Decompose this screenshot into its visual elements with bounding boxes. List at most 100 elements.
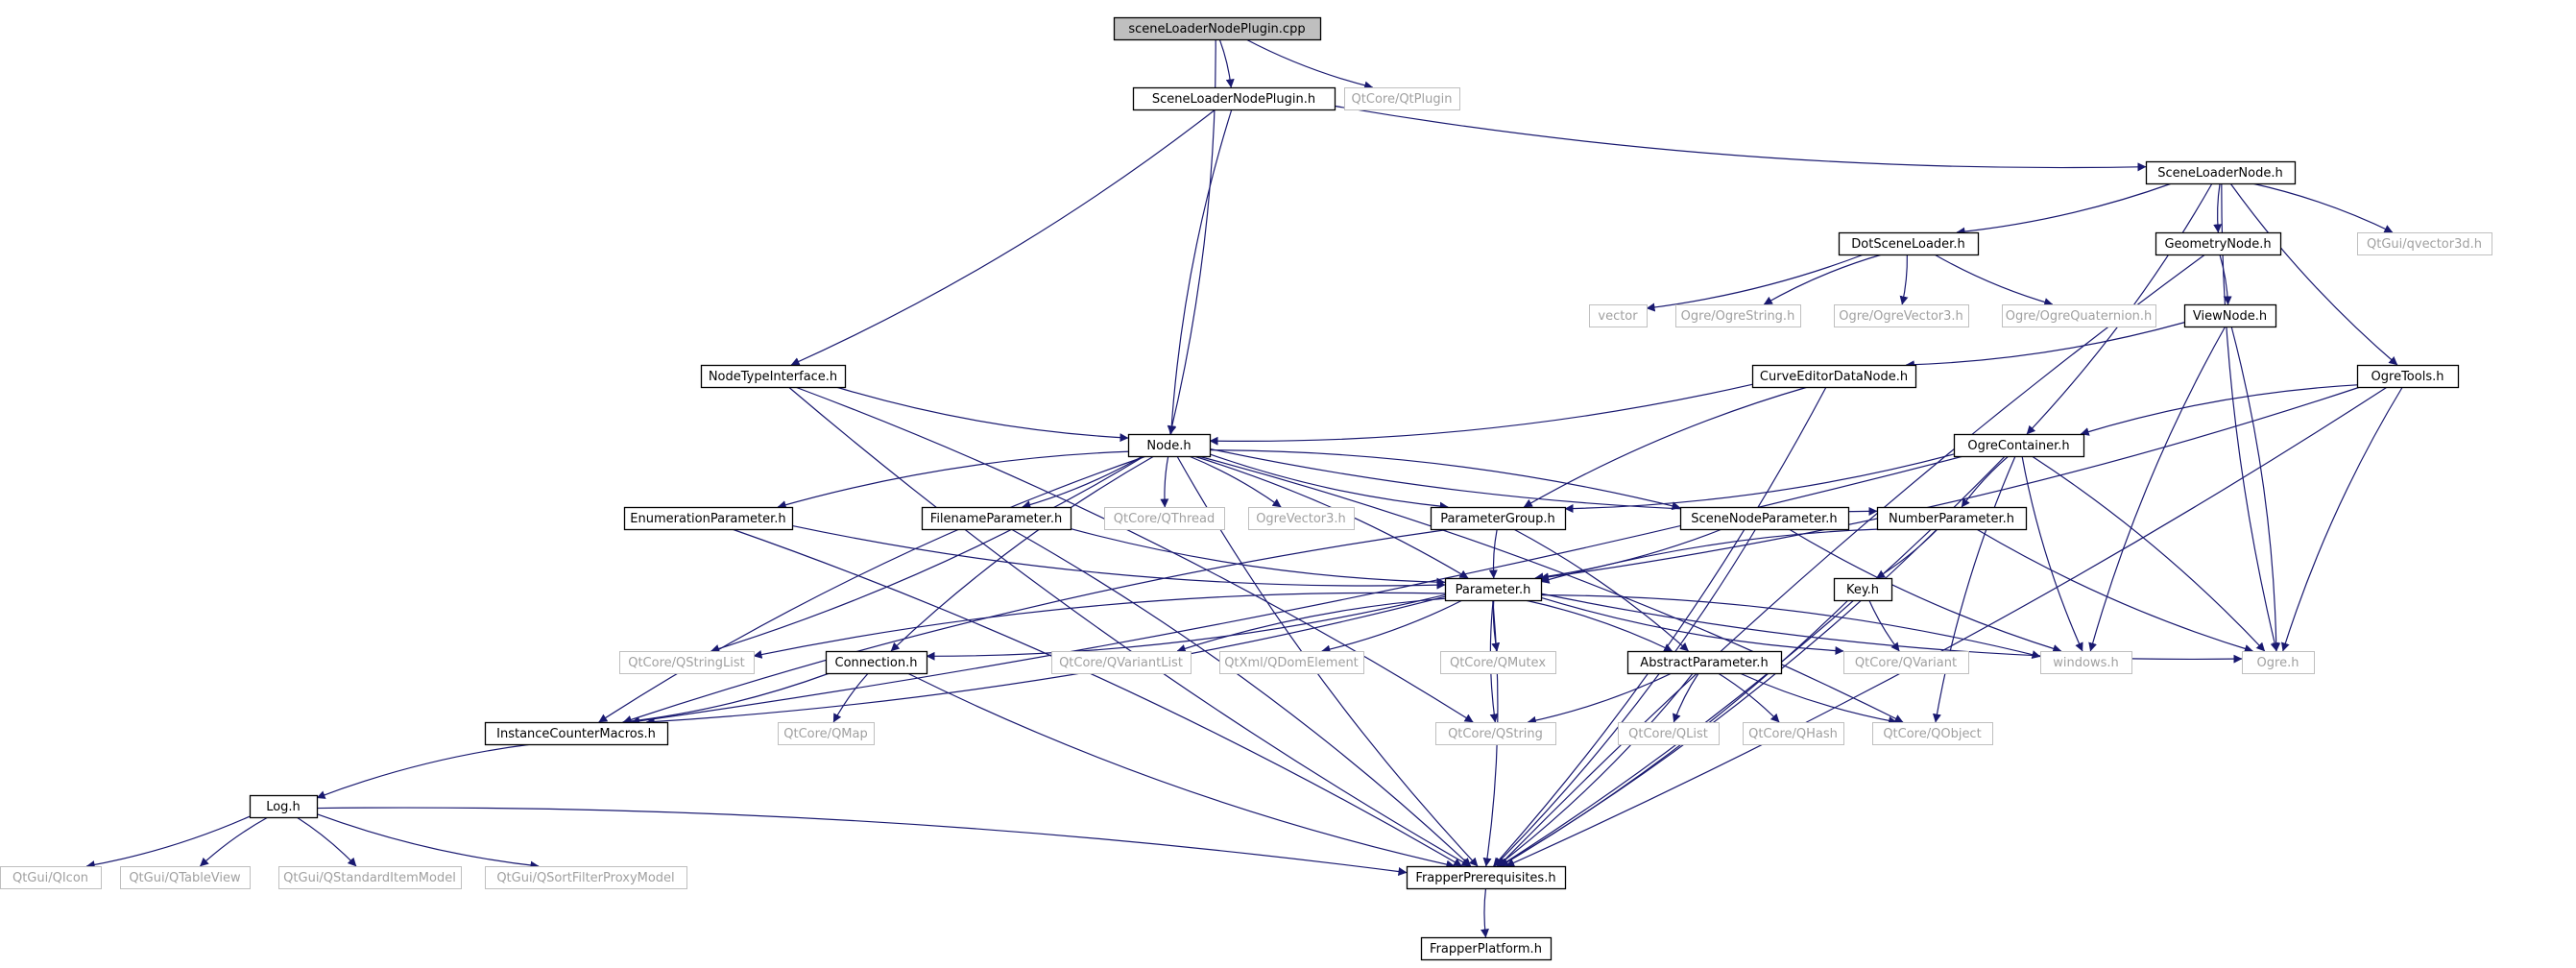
node-label: QtGui/qvector3d.h xyxy=(2367,237,2482,252)
node-box xyxy=(120,866,251,889)
node-ogrestring: Ogre/OgreString.h xyxy=(1675,304,1801,327)
node-nti-h[interactable]: NodeTypeInterface.h xyxy=(700,364,847,389)
node-box xyxy=(2357,232,2492,255)
node-label: Connection.h xyxy=(835,656,918,670)
node-box xyxy=(1834,304,1969,327)
node-label: FilenameParameter.h xyxy=(930,512,1062,526)
node-box xyxy=(619,651,755,674)
node-cedn-h[interactable]: CurveEditorDataNode.h xyxy=(1751,364,1917,389)
node-fplat-h[interactable]: FrapperPlatform.h xyxy=(1420,936,1553,961)
node-box xyxy=(1953,433,2085,458)
node-log-h[interactable]: Log.h xyxy=(249,794,319,819)
edge-dsl_h-to-ogrequat xyxy=(1934,254,2054,306)
edge-param_h-to-qvariantlist xyxy=(1176,597,1446,653)
node-qvariantlist: QtCore/QVariantList xyxy=(1051,651,1192,674)
edge-nti_h-to-node_h xyxy=(835,386,1129,443)
edge-node_h-to-qthread xyxy=(1160,455,1169,508)
node-ogrecont-h[interactable]: OgreContainer.h xyxy=(1953,433,2085,458)
node-box xyxy=(485,866,687,889)
node-box xyxy=(2145,160,2297,185)
node-label: QtCore/QMutex xyxy=(1450,656,1546,670)
node-sln-h[interactable]: SceneLoaderNode.h xyxy=(2145,160,2297,185)
edge-numparam_h-to-key_h xyxy=(1875,528,1938,579)
node-slnp-h[interactable]: SceneLoaderNodePlugin.h xyxy=(1132,86,1336,111)
edge-sln_h-to-qvec3d xyxy=(2251,182,2394,233)
edge-numparam_h-to-param_h xyxy=(1540,528,1881,584)
edge-conn_h-to-qmap xyxy=(832,672,869,723)
edge-nti_h-to-fprereq_h xyxy=(787,386,1471,867)
node-label: Node.h xyxy=(1146,439,1191,453)
edge-sln_h-to-dsl_h xyxy=(1956,182,2173,236)
node-label: CurveEditorDataNode.h xyxy=(1760,370,1908,384)
edge-icm_h-to-log_h xyxy=(316,743,532,799)
node-icm-h[interactable]: InstanceCounterMacros.h xyxy=(484,721,669,746)
node-label: QtCore/QList xyxy=(1628,727,1708,741)
edge-nti_h-to-qstring xyxy=(795,386,1474,723)
node-ogretools-h[interactable]: OgreTools.h xyxy=(2356,364,2460,389)
edge-log_h-to-qicon xyxy=(85,815,251,869)
edge-ogretools_h-to-fprereq_h xyxy=(1505,386,2388,867)
node-label: ParameterGroup.h xyxy=(1440,512,1555,526)
node-label: QtCore/QThread xyxy=(1114,512,1216,526)
edge-log_h-to-qstdmodel xyxy=(296,816,357,867)
edge-absparam_h-to-fprereq_h xyxy=(1496,672,1694,867)
edge-param_h-to-qvariant xyxy=(1540,596,1844,656)
node-qtableview: QtGui/QTableView xyxy=(120,866,251,889)
node-qlist: QtCore/QList xyxy=(1618,722,1720,745)
edge-slnp_h-to-node_h xyxy=(1167,109,1233,435)
edge-absparam_h-to-qhash xyxy=(1718,672,1780,723)
node-numparam-h[interactable]: NumberParameter.h xyxy=(1876,506,2028,531)
node-label: QtGui/QTableView xyxy=(129,871,241,885)
node-label: QtCore/QStringList xyxy=(628,656,745,670)
node-absparam-h[interactable]: AbstractParameter.h xyxy=(1626,650,1783,675)
node-key-h[interactable]: Key.h xyxy=(1833,577,1893,602)
edge-view_h-to-ogre_h xyxy=(2230,326,2281,652)
node-qtplugin: QtCore/QtPlugin xyxy=(1344,87,1460,110)
node-box xyxy=(1626,650,1783,675)
node-geo-h[interactable]: GeometryNode.h xyxy=(2155,231,2282,256)
node-label: Key.h xyxy=(1846,583,1879,597)
node-label: AbstractParameter.h xyxy=(1640,656,1768,670)
node-node-h[interactable]: Node.h xyxy=(1127,433,1212,458)
node-label: Parameter.h xyxy=(1456,583,1531,597)
node-label: sceneLoaderNodePlugin.cpp xyxy=(1128,22,1305,36)
node-fprereq-h[interactable]: FrapperPrerequisites.h xyxy=(1406,865,1567,890)
edge-ogretools_h-to-param_h xyxy=(1539,386,2361,582)
node-file-h[interactable]: FilenameParameter.h xyxy=(921,506,1072,531)
edge-file_h-to-fprereq_h xyxy=(1010,528,1472,867)
node-qmutex: QtCore/QMutex xyxy=(1440,651,1556,674)
node-box xyxy=(0,866,102,889)
node-label: QtCore/QVariantList xyxy=(1059,656,1183,670)
node-box xyxy=(1132,86,1336,111)
edge-ogrecont_h-to-numparam_h xyxy=(1961,455,2010,508)
node-box xyxy=(1440,651,1556,674)
edge-root-to-qtplugin xyxy=(1245,38,1374,90)
edge-node_h-to-enum_h xyxy=(777,450,1129,509)
edge-param_h-to-conn_h xyxy=(926,593,1446,661)
node-conn-h[interactable]: Connection.h xyxy=(825,650,928,675)
edge-log_h-to-fprereq_h xyxy=(316,807,1408,876)
node-dsl-h[interactable]: DotSceneLoader.h xyxy=(1838,231,1980,256)
edge-log_h-to-qtableview xyxy=(200,816,269,867)
edge-enum_h-to-param_h xyxy=(791,524,1446,590)
node-label: Ogre/OgreQuaternion.h xyxy=(2006,309,2153,324)
node-view-h[interactable]: ViewNode.h xyxy=(2183,303,2277,328)
edge-dsl_h-to-ogrestring xyxy=(1763,254,1883,305)
node-box xyxy=(2155,231,2282,256)
node-box xyxy=(2002,304,2156,327)
node-root[interactable]: sceneLoaderNodePlugin.cpp xyxy=(1113,16,1322,41)
edge-log_h-to-qsortmodel xyxy=(316,813,540,870)
node-param-h[interactable]: Parameter.h xyxy=(1444,577,1543,602)
node-box xyxy=(2040,651,2132,674)
edge-node_h-to-pgroup_h xyxy=(1209,453,1449,511)
node-pgroup-h[interactable]: ParameterGroup.h xyxy=(1430,506,1567,531)
node-ogrevec3o: Ogre/OgreVector3.h xyxy=(1834,304,1969,327)
edge-node_h-to-icm_h xyxy=(598,455,1147,723)
node-label: Log.h xyxy=(266,800,301,814)
node-box xyxy=(484,721,669,746)
node-box xyxy=(1444,577,1543,602)
edge-conn_h-to-fprereq_h xyxy=(906,672,1456,869)
node-enum-h[interactable]: EnumerationParameter.h xyxy=(623,506,794,531)
node-label: Ogre/OgreVector3.h xyxy=(1839,309,1963,324)
node-snparam-h[interactable]: SceneNodeParameter.h xyxy=(1679,506,1850,531)
